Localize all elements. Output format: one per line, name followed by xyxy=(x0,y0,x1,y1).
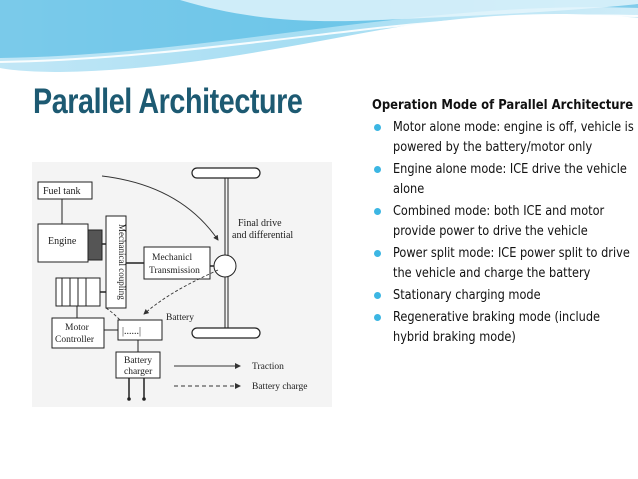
bullet-icon xyxy=(374,124,381,131)
bullet-icon xyxy=(374,166,381,173)
list-item: Power split mode: ICE power split to dri… xyxy=(372,244,634,284)
list-item: Engine alone mode: ICE drive the vehicle… xyxy=(372,160,634,200)
bullet-icon xyxy=(374,208,381,215)
engine-label: Engine xyxy=(48,236,77,247)
traction-legend-label: Traction xyxy=(252,362,284,372)
battery-label: Battery xyxy=(166,313,194,323)
differential-icon xyxy=(213,254,237,278)
svg-text:|......|: |......| xyxy=(122,326,141,337)
final-drive-label-line1: Final drive xyxy=(238,218,282,229)
mechanical-coupling-box xyxy=(105,215,127,309)
motor-controller-label-line2: Controller xyxy=(55,335,95,345)
motor-controller-label-line1: Motor xyxy=(65,323,90,333)
engine-box xyxy=(37,223,89,263)
battery-charge-legend-label: Battery charge xyxy=(252,382,307,392)
section-heading: Operation Mode of Parallel Architecture xyxy=(372,98,634,113)
fuel-tank-box xyxy=(37,181,93,200)
fuel-tank-label: Fuel tank xyxy=(43,186,81,197)
bullet-icon xyxy=(374,314,381,321)
list-item: Stationary charging mode xyxy=(372,286,634,306)
operation-mode-panel: Operation Mode of Parallel Architecture … xyxy=(372,96,634,348)
motor-controller-box xyxy=(51,317,105,349)
list-item: Combined mode: both ICE and motor provid… xyxy=(372,202,634,242)
mechanical-transmission-box xyxy=(143,246,211,280)
bullet-icon xyxy=(374,292,381,299)
final-drive-label-line2: and differential xyxy=(232,230,293,241)
parallel-architecture-diagram: Fuel tank Engine Mechanical coupling Mec… xyxy=(32,162,332,407)
rear-wheel-icon xyxy=(191,327,261,339)
slide-title: Parallel Architecture xyxy=(33,82,303,121)
battery-charger-label-line1: Battery xyxy=(124,356,152,366)
front-wheel-icon xyxy=(191,167,261,179)
list-item: Motor alone mode: engine is off, vehicle… xyxy=(372,118,634,158)
list-item: Regenerative braking mode (include hybri… xyxy=(372,308,634,348)
bullet-icon xyxy=(374,250,381,257)
transmission-label-line2: Transmission xyxy=(149,266,200,276)
mechanical-coupling-label: Mechanical coupling xyxy=(117,224,127,300)
header-wave-decoration xyxy=(0,0,638,72)
battery-charger-box xyxy=(115,351,161,379)
bullet-list: Motor alone mode: engine is off, vehicle… xyxy=(372,118,634,348)
battery-charger-label-line2: charger xyxy=(124,367,153,377)
transmission-label-line1: Mechanicl xyxy=(152,253,192,263)
